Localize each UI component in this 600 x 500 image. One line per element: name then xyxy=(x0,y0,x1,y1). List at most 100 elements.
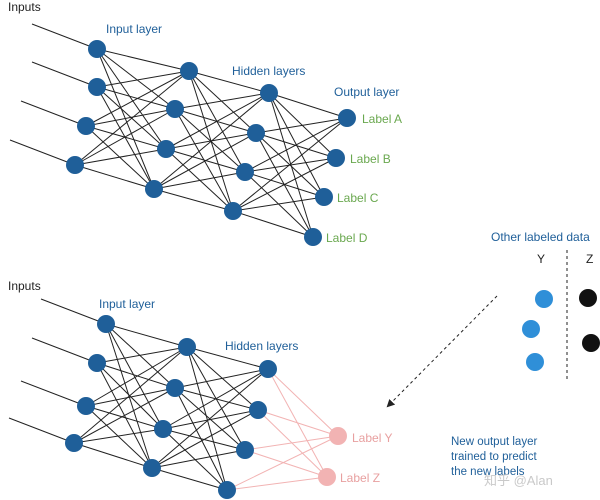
output-label-z: Label Z xyxy=(340,471,380,485)
connection-line xyxy=(174,368,269,389)
connection-line xyxy=(226,476,328,491)
input-line xyxy=(8,417,75,444)
connection-line xyxy=(85,70,190,127)
connection-line xyxy=(151,368,269,469)
note-line-3: the new labels xyxy=(451,466,525,478)
output-node xyxy=(318,468,336,486)
connection-line xyxy=(174,108,246,173)
connection-line xyxy=(226,435,339,491)
hidden-node xyxy=(145,180,163,198)
hidden-node xyxy=(224,202,242,220)
hidden-node xyxy=(218,481,236,499)
output-node xyxy=(327,149,345,167)
connection-line xyxy=(244,435,339,451)
output-node xyxy=(338,109,356,127)
connection-line xyxy=(105,323,176,389)
connection-line xyxy=(186,346,269,370)
top-inputs-label: Inputs xyxy=(8,0,41,14)
connection-line xyxy=(96,48,167,150)
connection-line xyxy=(268,92,348,119)
connection-line xyxy=(232,210,314,238)
connection-line xyxy=(73,442,153,469)
hidden-node xyxy=(247,124,265,142)
connection-line xyxy=(255,117,348,134)
connection-line xyxy=(151,409,259,469)
input-line xyxy=(31,337,98,364)
input-node xyxy=(88,78,106,96)
connection-line xyxy=(96,70,190,88)
edge-group xyxy=(9,23,348,238)
connection-line xyxy=(96,48,176,110)
top-output-layer-label: Output layer xyxy=(334,85,399,99)
output-label-d: Label D xyxy=(326,231,368,245)
watermark: 知乎 @Alan xyxy=(484,473,553,488)
input-node xyxy=(77,117,95,135)
bottom-hidden-layers-label: Hidden layers xyxy=(225,339,298,353)
node-group xyxy=(65,315,347,499)
connection-line xyxy=(96,48,155,190)
column-y-label: Y xyxy=(537,252,545,266)
edge-group xyxy=(8,298,339,491)
output-label-y: Label Y xyxy=(352,431,392,445)
z-sample-dot xyxy=(582,334,600,352)
input-line xyxy=(40,298,107,325)
y-sample-dot xyxy=(526,353,544,371)
hidden-node xyxy=(259,360,277,378)
connection-line xyxy=(73,346,188,444)
connection-line xyxy=(105,323,188,348)
connection-line xyxy=(153,92,270,190)
connection-line xyxy=(267,368,339,437)
connection-line xyxy=(244,117,348,173)
hidden-node xyxy=(236,163,254,181)
input-node xyxy=(65,434,83,452)
connection-line xyxy=(96,86,155,190)
hidden-node xyxy=(157,140,175,158)
input-line xyxy=(20,100,87,127)
input-line xyxy=(31,61,98,88)
connection-line xyxy=(73,387,176,444)
connection-line xyxy=(85,405,164,430)
connection-line xyxy=(257,409,339,437)
connection-line xyxy=(105,323,164,430)
hidden-node xyxy=(180,62,198,80)
output-label-b: Label B xyxy=(350,152,391,166)
connection-line xyxy=(96,48,190,72)
input-line xyxy=(20,380,87,407)
output-label-a: Label A xyxy=(362,112,402,126)
input-node xyxy=(66,156,84,174)
connection-line xyxy=(96,346,188,364)
connection-line xyxy=(151,449,246,469)
hidden-node xyxy=(154,420,172,438)
output-node xyxy=(315,188,333,206)
connection-line xyxy=(174,108,257,134)
connection-line xyxy=(162,368,269,430)
connection-line xyxy=(96,362,176,389)
output-label-c: Label C xyxy=(337,191,379,205)
connection-line xyxy=(165,92,270,150)
note-line-2: trained to predict xyxy=(451,451,537,463)
input-node xyxy=(77,397,95,415)
connection-line xyxy=(85,125,167,150)
connection-line xyxy=(151,467,228,491)
connection-line xyxy=(244,171,314,238)
output-node xyxy=(329,427,347,445)
connection-line xyxy=(73,428,164,444)
connection-line xyxy=(85,405,153,469)
connection-line xyxy=(153,132,257,190)
top-hidden-layers-label: Hidden layers xyxy=(232,64,305,78)
connection-line xyxy=(162,409,259,430)
input-node xyxy=(88,40,106,58)
hidden-node xyxy=(249,401,267,419)
hidden-node xyxy=(143,459,161,477)
connection-line xyxy=(188,70,257,134)
input-node xyxy=(88,354,106,372)
bottom-inputs-label: Inputs xyxy=(8,279,41,293)
connection-line xyxy=(232,157,337,212)
connection-line xyxy=(174,92,270,110)
hidden-node xyxy=(236,441,254,459)
note-line-1: New output layer xyxy=(451,436,537,448)
transfer-arrow xyxy=(386,295,498,408)
other-data-title: Other labeled data xyxy=(491,230,590,244)
connection-line xyxy=(232,117,348,212)
node-group xyxy=(66,40,356,246)
